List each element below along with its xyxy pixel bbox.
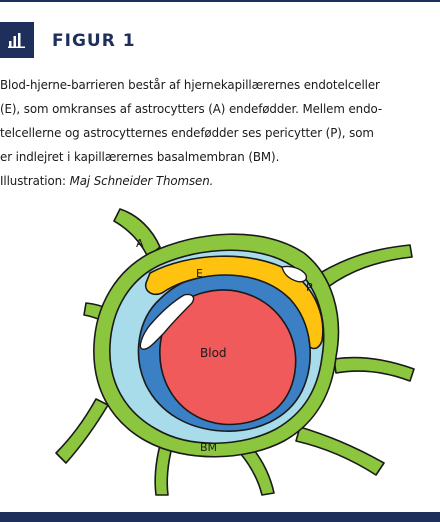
label-endothelium: E <box>196 267 203 280</box>
label-astrocyte: A <box>136 237 144 250</box>
blood-brain-barrier-diagram: A E P Blod BM <box>0 195 440 505</box>
astrocyte-process <box>239 444 275 496</box>
figure-caption: Blod-hjerne-barrieren består af hjerneka… <box>0 73 414 193</box>
endothelial-gap <box>139 293 195 350</box>
caption-line-4: er indlejret i kapillærernes basalmembra… <box>0 149 280 164</box>
astrocyte-process <box>333 356 415 382</box>
pericyte-gap <box>281 265 308 283</box>
caption-credit: Illustration: Maj Schneider Thomsen. <box>0 169 414 193</box>
figure-header: FIGUR 1 <box>0 22 440 62</box>
bar-chart-icon <box>0 22 34 58</box>
credit-name: Maj Schneider Thomsen. <box>69 173 214 188</box>
diagram-svg: A E P Blod BM <box>55 208 415 496</box>
figure-title: FIGUR 1 <box>52 31 136 51</box>
blood-lumen <box>159 289 297 426</box>
astrocyte-process <box>154 444 173 496</box>
label-blood: Blod <box>200 346 227 360</box>
credit-prefix: Illustration: <box>0 173 70 188</box>
caption-line-2: (E), som omkranses af astrocytters (A) e… <box>0 101 383 116</box>
caption-line-3: telcellerne og astrocytternes endefødder… <box>0 125 374 140</box>
caption-line-1: Blod-hjerne-barrieren består af hjerneka… <box>0 77 380 92</box>
top-rule <box>0 0 440 2</box>
label-basement-membrane: BM <box>200 441 217 454</box>
astrocyte-process <box>55 398 109 464</box>
astrocyte-process <box>295 426 385 476</box>
bottom-rule <box>0 512 440 522</box>
astrocyte-process <box>319 244 413 288</box>
label-pericyte: P <box>306 281 313 294</box>
